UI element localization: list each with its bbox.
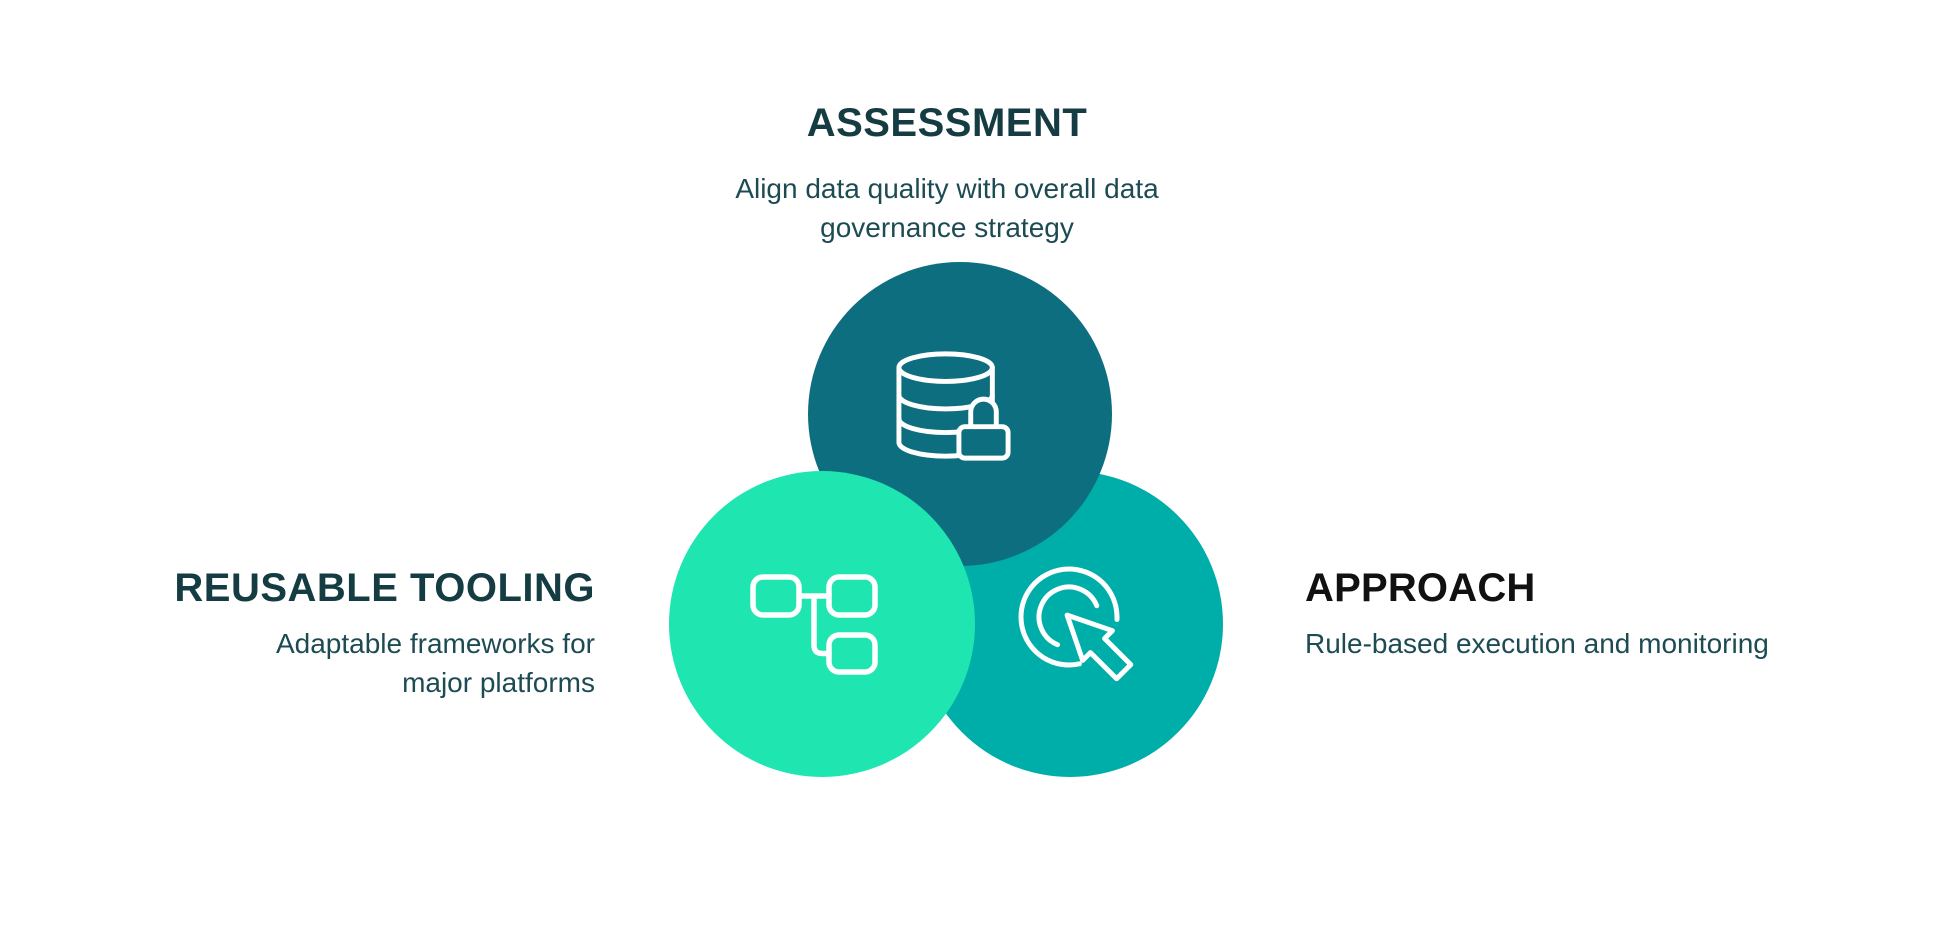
reusable-tooling-label-block: REUSABLE TOOLING Adaptable frameworks fo… (35, 566, 595, 702)
assessment-subtitle-line-1: Align data quality with overall data (735, 173, 1159, 204)
reusable-tooling-title: REUSABLE TOOLING (174, 566, 595, 610)
assessment-label-block: ASSESSMENT Align data quality with overa… (647, 101, 1247, 247)
approach-subtitle-line-1: Rule-based execution and monitoring (1305, 628, 1769, 659)
database-lock-icon (896, 351, 1011, 461)
approach-subtitle: Rule-based execution and monitoring (1305, 624, 1905, 663)
reusable-tooling-subtitle: Adaptable frameworks for major platforms (35, 624, 595, 702)
click-cursor-icon (1018, 566, 1134, 682)
reusable-tooling-circle (669, 471, 975, 777)
reusable-tooling-subtitle-line-1: Adaptable frameworks for (275, 628, 595, 659)
reusable-tooling-subtitle-line-2: major platforms (402, 667, 595, 698)
flowchart-icon (750, 573, 878, 675)
assessment-title: ASSESSMENT (806, 101, 1088, 145)
assessment-subtitle-line-2: governance strategy (820, 212, 1074, 243)
approach-label-block: APPROACH Rule-based execution and monito… (1305, 566, 1905, 663)
assessment-subtitle: Align data quality with overall data gov… (647, 169, 1247, 247)
approach-title: APPROACH (1305, 566, 1536, 610)
